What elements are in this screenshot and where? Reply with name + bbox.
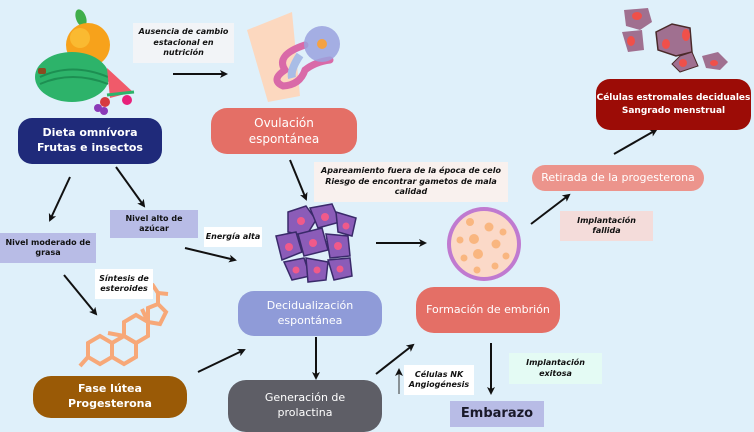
node-fase-lutea: Fase lútea Progesterona (33, 376, 187, 418)
label-celulas-nk: Células NK Angiogénesis (404, 365, 474, 395)
label-apareamiento: Apareamiento fuera de la época de celo R… (314, 162, 508, 202)
label-nivel-grasa: Nivel moderado de grasa (0, 233, 96, 263)
ovary-icon (247, 12, 340, 102)
arrow-lutea-to-decidualizacion (197, 348, 246, 373)
arrow-retirada-to-estromales (613, 129, 658, 155)
label-implantacion-exitosa: Implantación exitosa (509, 353, 602, 384)
node-embarazo: Embarazo (450, 401, 544, 427)
label-nivel-azucar: Nivel alto de azúcar (110, 210, 198, 238)
node-retirada: Retirada de la progesterona (532, 165, 704, 191)
node-dieta: Dieta omnívora Frutas e insectos (18, 118, 162, 164)
fruits-icon (35, 9, 135, 115)
arrow-embryo-to-retirada (530, 193, 571, 225)
arrow-azucar-to-cells (184, 247, 237, 263)
label-sintesis-esteroides: Síntesis de esteroides (95, 269, 153, 299)
arrow-ovulacion-to-cells (289, 159, 308, 201)
node-ovulacion: Ovulación espontánea (211, 108, 357, 154)
node-celulas-estromales: Células estromales deciduales Sangrado m… (596, 79, 751, 130)
arrow-dieta-to-azucar (115, 166, 146, 208)
label-energia-alta: Energía alta (204, 227, 262, 247)
node-prolactina: Generación de prolactina (228, 380, 382, 432)
stromal-cells-icon (622, 8, 728, 73)
label-ausencia-cambio: Ausencia de cambio estacional en nutrici… (133, 23, 234, 63)
embryo-icon (447, 207, 521, 281)
arrow-prolactina-to-embrion (375, 343, 415, 375)
node-embrion: Formación de embrión (416, 287, 560, 333)
decidual-cells-icon (275, 203, 357, 283)
label-implantacion-fallida: Implantación fallida (560, 211, 653, 241)
node-decidualizacion: Decidualización espontánea (238, 291, 382, 336)
arrow-grasa-to-steroid (63, 274, 98, 316)
arrow-dieta-to-grasa (48, 176, 71, 222)
steroid-molecule-icon (78, 282, 169, 368)
